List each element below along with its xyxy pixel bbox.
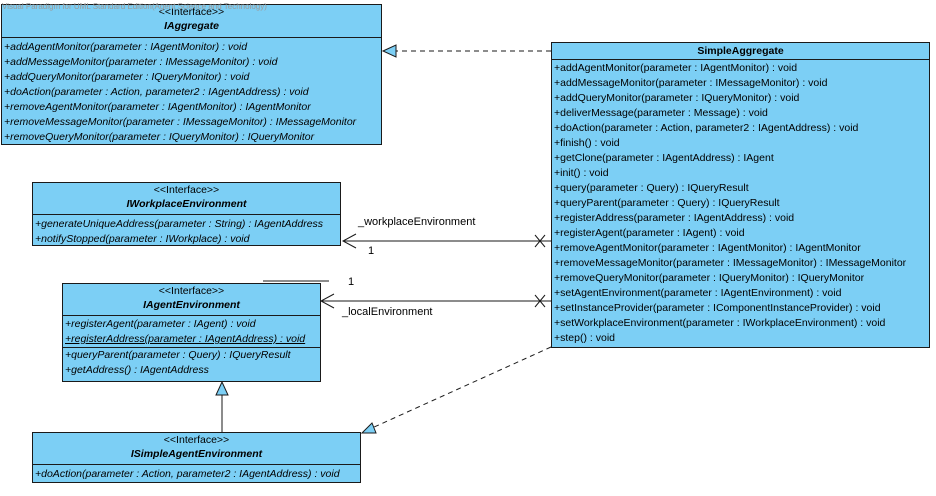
- operation: +queryParent(parameter : Query) : IQuery…: [554, 197, 780, 209]
- association-role-local: _localEnvironment: [342, 306, 433, 318]
- operations-compartment: +generateUniqueAddress(parameter : Strin…: [33, 214, 340, 247]
- operation: +finish() : void: [554, 137, 620, 149]
- operation: +doAction(parameter : Action, parameter2…: [4, 86, 309, 98]
- class-name: ISimpleAgentEnvironment: [130, 448, 263, 460]
- operation: +addQueryMonitor(parameter : IQueryMonit…: [4, 71, 250, 83]
- operation: +removeAgentMonitor(parameter : IAgentMo…: [4, 101, 311, 113]
- operation: +registerAgent(parameter : IAgent) : voi…: [65, 318, 256, 330]
- operation: +init() : void: [554, 167, 609, 179]
- operation: +setInstanceProvider(parameter : ICompon…: [554, 302, 881, 314]
- operation: +removeQueryMonitor(parameter : IQueryMo…: [4, 131, 315, 143]
- operation: +queryParent(parameter : Query) : IQuery…: [65, 349, 291, 361]
- association-role-workplace: _workplaceEnvironment: [358, 216, 476, 228]
- association-multiplicity-local: 1: [348, 276, 355, 288]
- operation-static: +registerAddress(parameter : IAgentAddre…: [63, 332, 320, 348]
- operation: +addMessageMonitor(parameter : IMessageM…: [4, 56, 278, 68]
- operations-compartment: +addAgentMonitor(parameter : IAgentMonit…: [552, 59, 929, 346]
- operations-compartment: +addAgentMonitor(parameter : IAgentMonit…: [2, 37, 381, 145]
- stereotype-label: <<Interface>>: [163, 434, 230, 446]
- operation: +removeMessageMonitor(parameter : IMessa…: [4, 116, 357, 128]
- realization-arrowhead-isimple: [360, 422, 377, 434]
- operation: +setAgentEnvironment(parameter : IAgentE…: [554, 287, 842, 299]
- operation: +addMessageMonitor(parameter : IMessageM…: [554, 77, 828, 89]
- realization-arrowhead-iaggregate: [381, 44, 397, 58]
- operation: +addAgentMonitor(parameter : IAgentMonit…: [554, 62, 798, 74]
- operation: +registerAgent(parameter : IAgent) : voi…: [554, 227, 745, 239]
- class-header: <<Interface>> IWorkplaceEnvironment: [33, 183, 340, 212]
- class-iworkplace-environment[interactable]: <<Interface>> IWorkplaceEnvironment +gen…: [32, 182, 341, 246]
- class-iagent-environment[interactable]: <<Interface>> IAgentEnvironment +registe…: [62, 283, 321, 382]
- association-arrow-workplace: [341, 233, 357, 249]
- class-simple-aggregate[interactable]: SimpleAggregate +addAgentMonitor(paramet…: [551, 42, 930, 348]
- class-header: <<Interface>> IAgentEnvironment: [63, 284, 320, 313]
- stereotype-label: <<Interface>>: [153, 184, 220, 196]
- operation: +registerAddress(parameter : IAgentAddre…: [554, 212, 795, 224]
- class-iaggregate[interactable]: <<Interface>> IAggregate +addAgentMonito…: [1, 4, 382, 145]
- operation: +addQueryMonitor(parameter : IQueryMonit…: [554, 92, 800, 104]
- operation: +generateUniqueAddress(parameter : Strin…: [35, 218, 324, 230]
- operations-compartment: +doAction(parameter : Action, parameter2…: [33, 464, 360, 482]
- stereotype-label: <<Interface>>: [158, 285, 225, 297]
- operation: +addAgentMonitor(parameter : IAgentMonit…: [4, 41, 248, 53]
- realization-line-isimple: [371, 346, 552, 429]
- operation: +removeMessageMonitor(parameter : IMessa…: [554, 257, 907, 269]
- operation: +doAction(parameter : Action, parameter2…: [35, 468, 340, 480]
- operation: +getClone(parameter : IAgentAddress) : I…: [554, 152, 774, 164]
- operation: +step() : void: [554, 332, 615, 344]
- operation: +query(parameter : Query) : IQueryResult: [554, 182, 749, 194]
- class-name: SimpleAggregate: [697, 45, 784, 57]
- operation: +removeQueryMonitor(parameter : IQueryMo…: [554, 272, 865, 284]
- class-isimple-agent-environment[interactable]: <<Interface>> ISimpleAgentEnvironment +d…: [32, 432, 361, 483]
- operation: +deliverMessage(parameter : Message) : v…: [554, 107, 768, 119]
- operation: +removeAgentMonitor(parameter : IAgentMo…: [554, 242, 861, 254]
- association-end-x-workplace: [534, 234, 546, 248]
- operation: +setWorkplaceEnvironment(parameter : IWo…: [554, 317, 886, 329]
- operation: +getAddress() : IAgentAddress: [65, 364, 209, 376]
- class-name: IWorkplaceEnvironment: [126, 198, 247, 210]
- operation: +doAction(parameter : Action, parameter2…: [554, 122, 859, 134]
- class-name: IAgentEnvironment: [143, 299, 240, 311]
- association-arrow-local: [319, 293, 335, 309]
- stereotype-label: <<Interface>>: [158, 6, 225, 18]
- class-header: <<Interface>> ISimpleAgentEnvironment: [33, 433, 360, 462]
- association-end-x-local: [534, 294, 546, 308]
- generalization-arrowhead: [215, 380, 229, 396]
- class-header: <<Interface>> IAggregate: [2, 5, 381, 34]
- association-multiplicity-workplace: 1: [368, 245, 375, 257]
- operations-compartment: +registerAgent(parameter : IAgent) : voi…: [63, 315, 320, 378]
- class-header: SimpleAggregate: [552, 43, 929, 59]
- operation: +notifyStopped(parameter : IWorkplace) :…: [35, 233, 250, 245]
- class-name: IAggregate: [164, 20, 219, 32]
